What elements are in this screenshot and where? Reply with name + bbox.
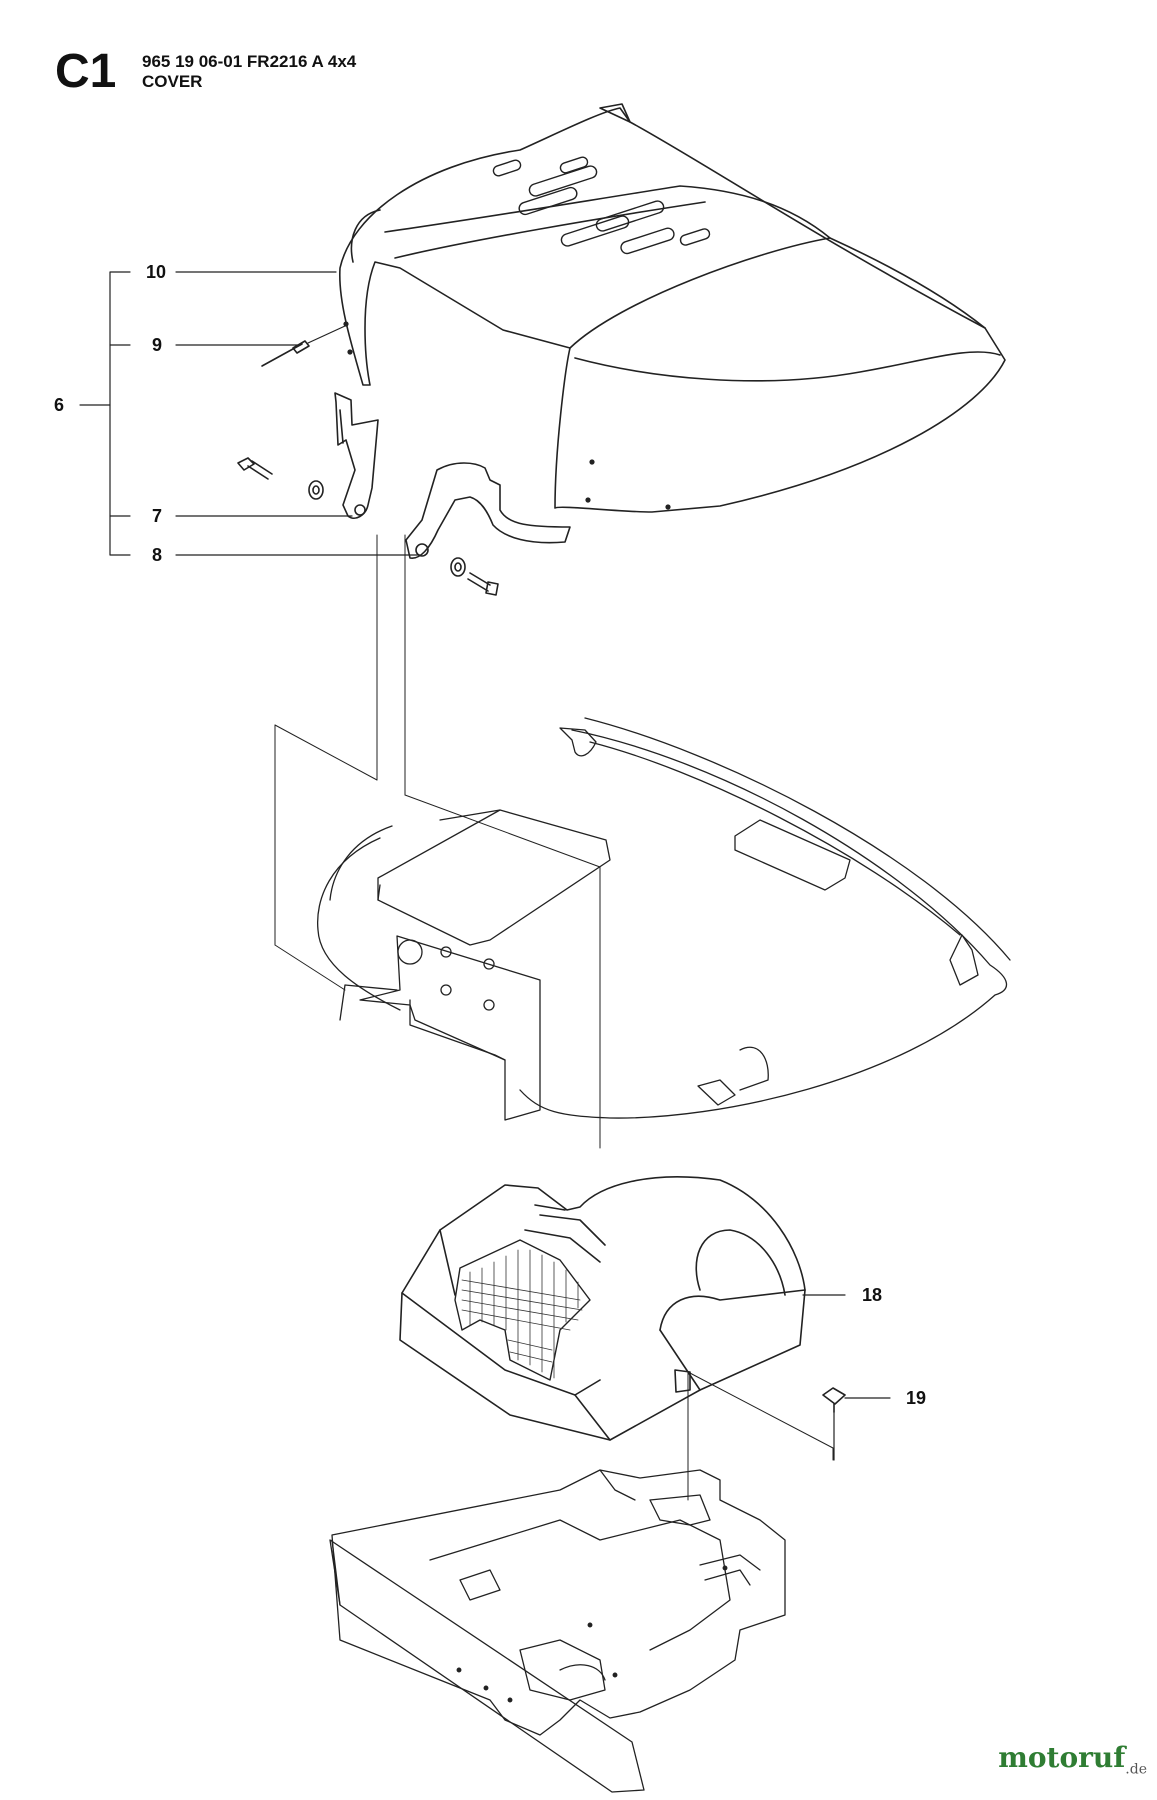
vent-slots <box>492 156 711 255</box>
callout-19: 19 <box>906 1388 927 1408</box>
bolt-washer-left <box>237 457 324 500</box>
cover-frame <box>316 717 1011 1121</box>
section-code: C1 <box>55 45 117 98</box>
diagram-title: COVER <box>142 72 203 91</box>
screw-part-19 <box>822 1387 846 1413</box>
callout-6: 6 <box>54 395 65 415</box>
watermark-logo: motoruf.de <box>998 1741 1147 1778</box>
callout-10: 10 <box>146 262 167 282</box>
callout-7: 7 <box>152 506 163 526</box>
hinge-bracket-right-part-8 <box>405 462 571 559</box>
leader-lines <box>79 271 891 1461</box>
callout-8: 8 <box>152 545 163 565</box>
bolt-washer-right <box>450 557 499 596</box>
pin-part-9 <box>261 325 346 367</box>
callout-9: 9 <box>152 335 163 355</box>
watermark-tld: .de <box>1125 1762 1147 1778</box>
chassis-base <box>329 1469 786 1793</box>
console-cover-part-18 <box>399 1176 806 1441</box>
hinge-bracket-left-part-7 <box>334 392 379 520</box>
model-number: 965 19 06-01 FR2216 A 4x4 <box>142 52 357 71</box>
reference-lines <box>274 534 834 1501</box>
hood-cover <box>338 103 1006 513</box>
callout-18: 18 <box>862 1285 883 1305</box>
watermark-brand: motoruf <box>998 1741 1126 1775</box>
